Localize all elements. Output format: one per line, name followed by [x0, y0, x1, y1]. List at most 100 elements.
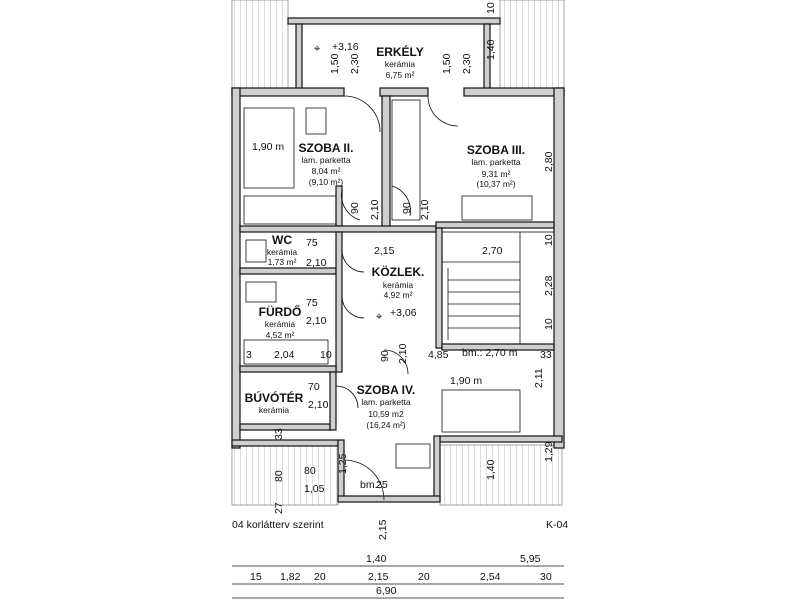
level-icon: ⌖: [376, 311, 382, 323]
bottom-dim: 15: [250, 571, 262, 583]
dim-label: 2,15: [374, 245, 395, 257]
dimensions: 1,50 2,30 1,50 2,30 1,40 10 90 2,10 90 2…: [246, 2, 555, 540]
furdo-name: FÜRDŐ: [259, 304, 302, 319]
kozlek-level: +3,06: [390, 307, 417, 319]
dim-label: bm.:: [360, 479, 380, 491]
dim-label: 4,85: [428, 349, 449, 361]
dim-label: 2,10: [419, 199, 431, 220]
room-erkely: ERKÉLY kerámia 6,75 m² +3,16 ⌖: [314, 41, 424, 80]
erkely-level: +3,16: [332, 41, 359, 53]
bottom-dimension-lines: 1,40 5,95 15 1,82 20 2,15 20 2,54 30 6,9…: [232, 553, 564, 599]
dim-label: 90: [349, 202, 361, 214]
room-buvoter: BÚVÓTÉR kerámia: [245, 390, 304, 415]
room-szoba-4: SZOBA IV. lam. parketta 10,59 m2 (16,24 …: [357, 375, 483, 430]
korlat-note: 04 korlátterv szerint: [232, 519, 324, 531]
dim-label: 2,30: [461, 53, 473, 74]
szoba2-area2: (9,10 m²): [309, 177, 344, 187]
dim-label: 1,05: [304, 483, 325, 495]
dim-label: 2,80: [543, 151, 555, 172]
buvoter-floor: kerámia: [259, 405, 290, 415]
szoba2-name: SZOBA II.: [299, 141, 354, 155]
szoba3-floor: lam. parketta: [471, 157, 520, 167]
erkely-floor: kerámia: [385, 59, 416, 69]
dim-label: 1,50: [441, 53, 453, 74]
dim-label: 10: [543, 234, 555, 246]
erkely-area: 6,75 m²: [386, 70, 415, 80]
wc-area: 1,73 m²: [268, 257, 297, 267]
szoba2-dim: 1,90 m: [252, 141, 284, 153]
dim-label: 10: [485, 2, 497, 14]
bottom-dim: 2,54: [480, 571, 501, 583]
szoba4-dim: 1,90 m: [450, 375, 482, 387]
kozlek-floor: kerámia: [383, 280, 414, 290]
furdo-area: 4,52 m²: [266, 330, 295, 340]
dim-label: 3: [246, 349, 252, 361]
dim-label: 2,30: [349, 53, 361, 74]
bottom-dim: 20: [314, 571, 326, 583]
dim-label: 1,25: [337, 453, 349, 474]
dim-label: 80: [304, 465, 316, 477]
wc-floor: kerámia: [267, 247, 298, 257]
erkely-name: ERKÉLY: [376, 44, 424, 59]
dim-label: 1,29: [543, 441, 555, 462]
bottom-dim: 5,95: [520, 553, 541, 565]
szoba4-floor: lam. parketta: [361, 397, 410, 407]
dim-label: 27: [273, 502, 285, 514]
szoba2-floor: lam. parketta: [301, 155, 350, 165]
dim-label: 2,10: [306, 315, 327, 327]
szoba2-area: 8,04 m²: [312, 166, 341, 176]
kozlek-name: KÖZLEK.: [372, 264, 425, 279]
level-icon: ⌖: [314, 43, 320, 55]
dim-label: 25: [376, 479, 388, 491]
dim-label: 2,04: [274, 349, 295, 361]
dim-label: 80: [273, 470, 285, 482]
door-swings: [335, 95, 459, 501]
bottom-dim: 1,40: [366, 553, 387, 565]
bottom-dim: 1,82: [280, 571, 301, 583]
dim-label: 2,10: [308, 399, 329, 411]
bottom-dim: 6,90: [376, 585, 397, 597]
dim-label: 70: [308, 381, 320, 393]
furniture: [243, 99, 533, 469]
notes: 04 korlátterv szerint K-04: [232, 519, 568, 531]
kozlek-area: 4,92 m²: [384, 290, 413, 300]
dim-label: 2,15: [377, 519, 389, 540]
szoba4-area: 10,59 m2: [368, 409, 404, 419]
szoba3-name: SZOBA III.: [467, 143, 525, 157]
bottom-dim: 20: [418, 571, 430, 583]
room-furdo: FÜRDŐ kerámia 4,52 m²: [259, 304, 302, 340]
furdo-floor: kerámia: [265, 319, 296, 329]
dim-label: 2,70: [482, 245, 503, 257]
szoba3-area: 9,31 m²: [482, 169, 511, 179]
dim-label: 2,28: [543, 275, 555, 296]
dim-label: 10: [320, 349, 332, 361]
szoba4-area2: (16,24 m²): [366, 420, 405, 430]
dim-label: 10: [543, 318, 555, 330]
room-szoba-2: SZOBA II. lam. parketta 8,04 m² (9,10 m²…: [252, 141, 353, 187]
szoba3-area2: (10,37 m²): [476, 179, 515, 189]
dim-label: 75: [306, 297, 318, 309]
dim-label: 2,11: [533, 368, 545, 388]
dim-label: 1,40: [485, 39, 497, 60]
dim-label: 90: [379, 350, 391, 362]
room-kozlek: KÖZLEK. kerámia 4,92 m² +3,06 ⌖: [372, 264, 425, 323]
szoba4-name: SZOBA IV.: [357, 383, 415, 397]
dim-label: 1,40: [485, 459, 497, 480]
wc-name: WC: [272, 233, 292, 247]
bottom-dim: 30: [540, 571, 552, 583]
dim-label: bm.: 2,70 m: [462, 347, 518, 359]
dim-label: 33: [273, 428, 285, 440]
dim-label: 75: [306, 237, 318, 249]
roof-hatching: [231, 0, 565, 506]
drawing-ref: K-04: [546, 519, 568, 531]
dim-label: 1,50: [329, 53, 341, 74]
buvoter-name: BÚVÓTÉR: [245, 390, 304, 405]
staircase: [441, 231, 555, 345]
room-wc: WC kerámia 1,73 m²: [267, 233, 298, 267]
room-szoba-3: SZOBA III. lam. parketta 9,31 m² (10,37 …: [467, 143, 525, 189]
dim-label: 2,10: [397, 343, 409, 364]
dim-label: 2,10: [369, 199, 381, 220]
dim-label: 33: [540, 349, 552, 361]
bottom-dim: 2,15: [368, 571, 389, 583]
